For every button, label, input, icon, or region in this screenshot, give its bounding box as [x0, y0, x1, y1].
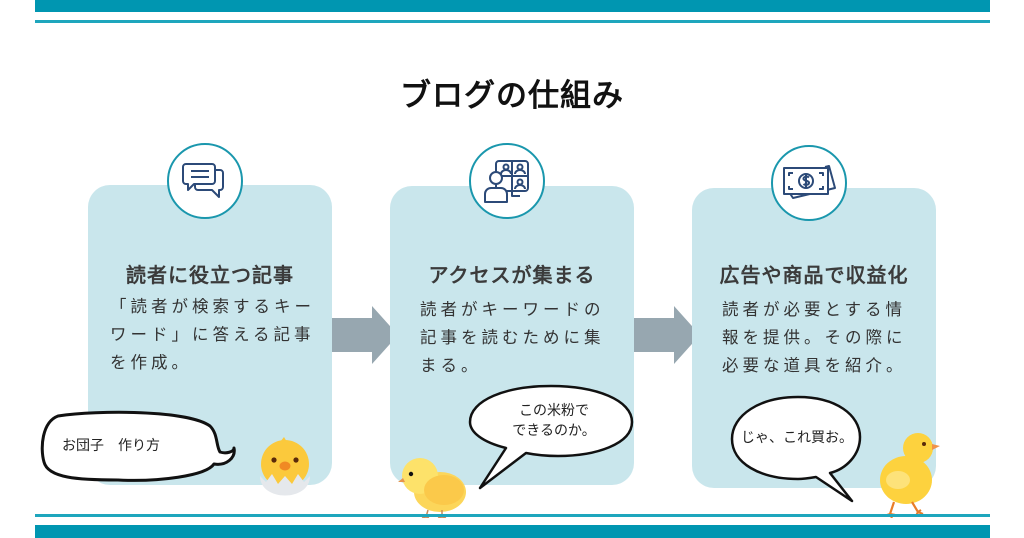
speech-line: お団子 作り方: [62, 438, 160, 454]
bottom-banner-bar: [35, 525, 990, 538]
top-divider-line: [35, 20, 990, 23]
step-icon-circle-1: [167, 143, 243, 219]
step-body: 「読者が検索するキー ワード」に答える記事 を作成。: [110, 293, 332, 377]
speech-line: じゃ、これ買お。: [741, 430, 853, 446]
money-bills-icon: [783, 165, 836, 199]
step-body-line: 必要な道具を紹介。: [722, 356, 907, 375]
page-title: ブログの仕組み: [400, 78, 624, 114]
speech-bubble-1: [40, 410, 236, 482]
speech-bubble-2: [468, 384, 634, 490]
standing-chick-illustration: [880, 433, 940, 518]
hatching-chick-illustration: [260, 437, 310, 496]
top-banner-bar: [35, 0, 990, 12]
step-body: 読者がキーワードの 記事を読むために集 まる。: [420, 296, 634, 380]
step-body-line: 「読者が検索するキー: [110, 297, 315, 316]
step-body-line: まる。: [420, 356, 482, 375]
speech-text-1: お団子 作り方: [62, 436, 192, 456]
step-heading: アクセスが集まる: [428, 263, 596, 287]
walking-chick-illustration: [398, 458, 466, 518]
speech-line: できるのか。: [512, 423, 596, 439]
chat-bubbles-icon: [182, 163, 224, 198]
speech-bubble-3: [730, 395, 862, 503]
step-body-line: 読者がキーワードの: [420, 300, 605, 319]
step-icon-circle-3: [771, 145, 847, 221]
flow-arrow-1: [332, 306, 398, 364]
speech-text-2: この米粉で できるのか。: [494, 401, 614, 441]
step-body-line: 読者が必要とする情: [722, 300, 907, 319]
flow-arrow-2: [634, 306, 700, 364]
step-body-line: 報を提供。その際に: [722, 328, 907, 347]
step-body: 読者が必要とする情 報を提供。その際に 必要な道具を紹介。: [722, 296, 936, 380]
step-body-line: を作成。: [110, 353, 192, 372]
speech-line: この米粉で: [519, 403, 589, 419]
speech-text-3: じゃ、これ買お。: [732, 428, 862, 448]
video-conference-icon: [484, 160, 529, 203]
step-body-line: 記事を読むために集: [420, 328, 605, 347]
step-heading: 読者に役立つ記事: [126, 263, 294, 287]
step-heading: 広告や商品で収益化: [719, 263, 909, 287]
bottom-divider-line: [35, 514, 990, 517]
step-icon-circle-2: [469, 143, 545, 219]
step-body-line: ワード」に答える記事: [110, 325, 315, 344]
